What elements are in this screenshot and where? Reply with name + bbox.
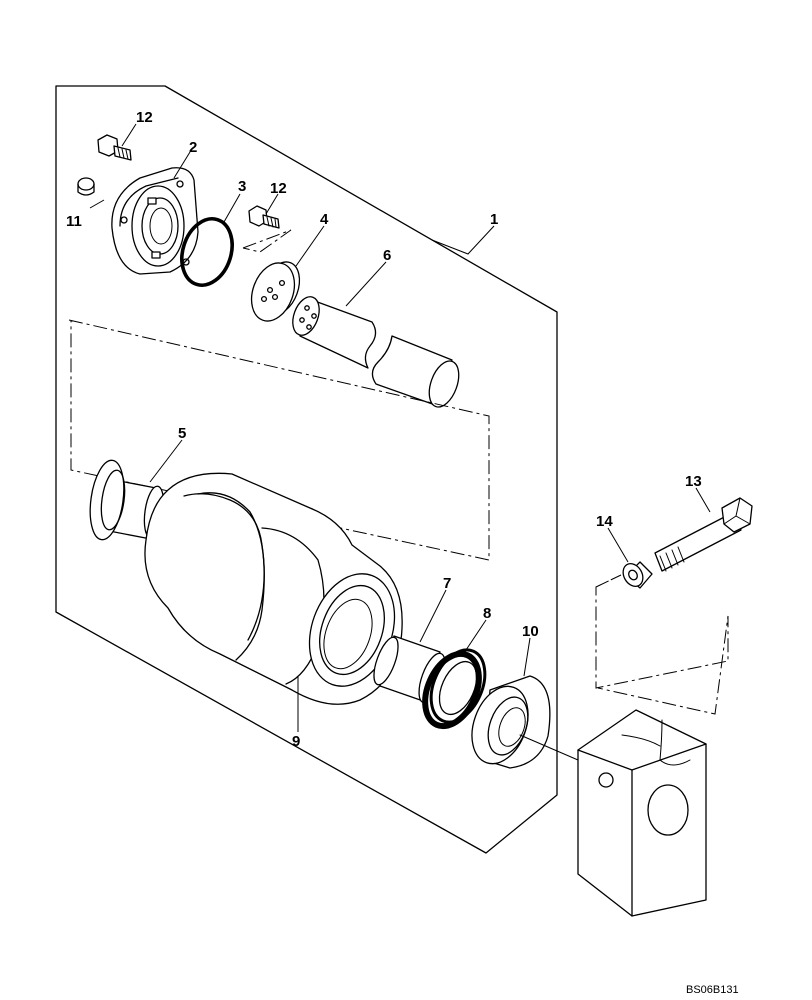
figure-code: BS06B131 — [686, 984, 739, 996]
track-frame-bracket — [577, 709, 707, 917]
collar-2 — [111, 167, 199, 275]
callout-12-upper: 12 — [136, 109, 153, 126]
shaft-axis-line — [519, 734, 579, 761]
callout-11: 11 — [66, 213, 82, 230]
callout-2: 2 — [189, 139, 197, 156]
callout-12-lower: 12 — [270, 180, 287, 197]
plug-11 — [77, 177, 95, 196]
washer-14 — [622, 561, 653, 589]
bolt-12-upper — [97, 134, 132, 161]
callout-8: 8 — [483, 605, 491, 622]
group-chain-line-bracket — [595, 574, 729, 715]
callout-14: 14 — [596, 513, 613, 530]
callout-13: 13 — [685, 473, 702, 490]
callout-7: 7 — [443, 575, 451, 592]
shaft-6 — [292, 296, 460, 408]
floating-seal-8 — [422, 648, 487, 730]
callout-6: 6 — [383, 247, 391, 264]
group-chain-line-bolt-12 — [242, 229, 292, 253]
callout-5: 5 — [178, 425, 186, 442]
assembly-frame — [55, 85, 558, 854]
callout-10: 10 — [522, 623, 539, 640]
group-chain-line-shaft — [68, 319, 490, 561]
bolt-13 — [654, 497, 753, 572]
callout-3: 3 — [238, 178, 246, 195]
roller-9 — [144, 472, 403, 705]
callout-9: 9 — [292, 733, 300, 750]
callout-4: 4 — [320, 211, 329, 228]
o-ring-3 — [180, 217, 234, 287]
callout-1: 1 — [490, 211, 498, 228]
bolt-12-lower — [248, 205, 280, 229]
collar-10 — [471, 675, 551, 769]
leader-lines — [89, 123, 711, 732]
thrust-plate-4 — [250, 261, 301, 322]
